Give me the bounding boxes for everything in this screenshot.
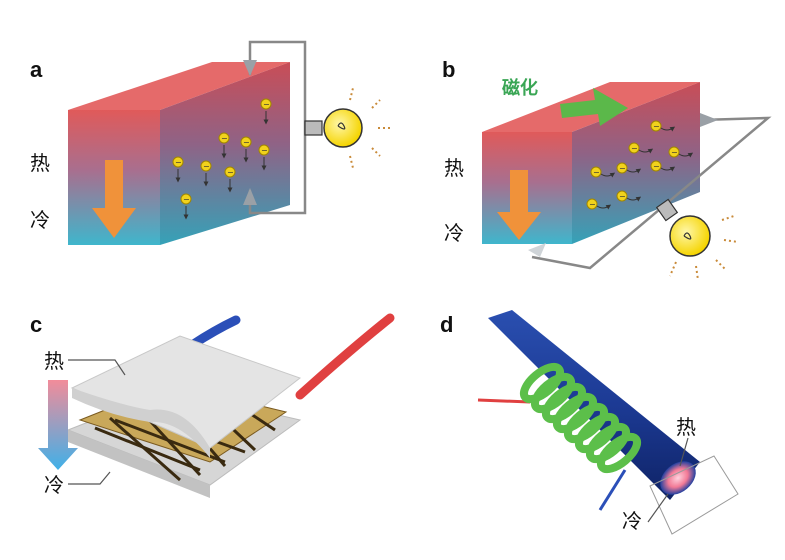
blue-wire-c	[187, 315, 241, 350]
electrode-top-a	[243, 60, 257, 76]
electron-icon: −	[218, 132, 230, 159]
electrode-right-b	[700, 113, 718, 127]
circuit-wire-b	[531, 116, 772, 270]
electron-icon: −	[240, 136, 252, 163]
svg-text:−: −	[671, 148, 678, 157]
red-wire-d	[477, 398, 531, 404]
svg-text:−: −	[619, 192, 626, 201]
electron-icon: −	[650, 160, 676, 172]
red-wire-c	[295, 313, 395, 400]
electron-icon: −	[224, 166, 236, 193]
end-frame	[649, 455, 739, 535]
hot-label-a: 热	[30, 151, 50, 175]
electron-icon: −	[628, 142, 654, 154]
electrons-b: − − − − − − − −	[586, 120, 694, 210]
svg-text:−: −	[175, 158, 182, 167]
electrode-left-b	[528, 243, 546, 257]
cold-label-d: 冷	[622, 509, 642, 533]
light-bulb-icon	[655, 198, 739, 281]
svg-text:−: −	[653, 122, 660, 131]
svg-text:−: −	[203, 162, 210, 171]
svg-text:−: −	[593, 168, 600, 177]
panel-a-label: a	[30, 57, 43, 82]
callout-cold-d	[647, 493, 669, 523]
callout-hot-c	[68, 359, 126, 376]
electron-icon: −	[200, 160, 212, 187]
svg-text:−: −	[631, 144, 638, 153]
electron-icon: −	[586, 198, 612, 210]
electrons-a: − − − − − − − −	[172, 98, 272, 220]
panel-a: a − − − −	[30, 40, 390, 245]
electron-icon: −	[172, 156, 184, 183]
electron-icon: −	[590, 166, 616, 178]
light-bulb-icon	[304, 87, 390, 169]
panel-c: c 热 冷	[30, 312, 395, 498]
heat-flow-arrow-icon	[497, 170, 541, 240]
cold-label-b: 冷	[444, 221, 464, 245]
panel-d-label: d	[440, 312, 453, 337]
blue-wire-d	[598, 469, 627, 511]
electrode-bottom-a	[243, 188, 257, 205]
callout-cold-c	[68, 471, 111, 485]
callout-hot-d	[679, 437, 689, 467]
block-a-top	[68, 62, 290, 110]
panel-b-label: b	[442, 57, 455, 82]
svg-text:−: −	[263, 100, 270, 109]
panel-d: d 热 冷	[440, 310, 739, 535]
hot-label-b: 热	[444, 156, 464, 180]
svg-text:−: −	[261, 146, 268, 155]
electron-icon: −	[180, 193, 192, 220]
electron-icon: −	[258, 144, 270, 171]
hot-label-d: 热	[676, 415, 696, 439]
panel-c-label: c	[30, 312, 42, 337]
svg-text:−: −	[183, 195, 190, 204]
heat-flow-arrow-icon	[92, 160, 136, 238]
magnetization-arrow-icon	[560, 88, 628, 126]
electron-icon: −	[616, 162, 642, 174]
cold-label-c: 冷	[44, 473, 64, 497]
top-plate-edge-c	[72, 388, 210, 458]
electron-icon: −	[650, 120, 676, 132]
green-coil	[519, 362, 642, 474]
cold-label-a: 冷	[30, 208, 50, 232]
hot-label-c: 热	[44, 349, 64, 373]
bottom-plate-edge-c	[68, 430, 210, 498]
svg-text:−: −	[227, 168, 234, 177]
electron-icon: −	[668, 146, 694, 158]
panel-b: b 磁化 − − − − − − − −	[442, 57, 772, 281]
heat-flow-arrow-icon	[38, 380, 78, 470]
svg-text:−: −	[653, 162, 660, 171]
svg-text:−: −	[221, 134, 228, 143]
electron-icon: −	[616, 190, 642, 202]
top-plate-c	[70, 335, 302, 449]
svg-text:−: −	[589, 200, 596, 209]
svg-text:−: −	[243, 138, 250, 147]
magnet-label: 磁化	[502, 77, 538, 99]
tube-hot-end	[660, 461, 696, 495]
svg-text:−: −	[619, 164, 626, 173]
electron-icon: −	[260, 98, 272, 125]
